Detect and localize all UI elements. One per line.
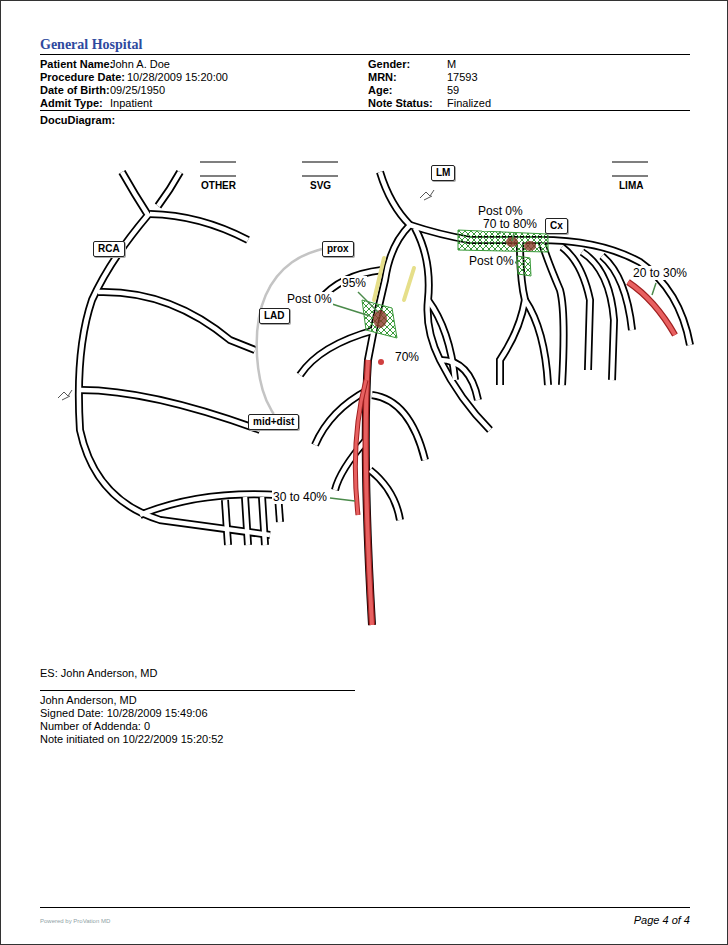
field-label: Admit Type: (40, 97, 103, 110)
graft-count-lines (612, 175, 648, 176)
vessel-label-box: RCA (93, 241, 125, 257)
vessel-label-box: mid+dist (248, 414, 299, 430)
diseased-segment (355, 380, 366, 515)
graft-marker (374, 258, 384, 300)
field-label: MRN: (368, 71, 397, 84)
diseased-segment (628, 282, 675, 335)
signature-line: ES: John Anderson, MD (40, 667, 157, 680)
graft-count-lines (302, 175, 338, 176)
stenosis-lesion (362, 300, 397, 338)
graft-marker (374, 258, 414, 300)
hand-icon (420, 190, 434, 200)
stenosis-percent: Post 0% (477, 204, 524, 218)
vessel-lumen (79, 172, 690, 625)
field-value: Inpatient (110, 97, 152, 110)
hand-icon (58, 190, 434, 400)
hand-icon (58, 390, 72, 400)
graft-count-lines (200, 162, 648, 176)
graft-count-lines (302, 161, 338, 162)
stenosis-percent: 30 to 40% (272, 490, 328, 504)
leader-line (512, 233, 514, 241)
graft-count-lines (200, 175, 236, 176)
field-value: Finalized (447, 97, 491, 110)
stenosis-percent: 20 to 30% (632, 266, 688, 280)
bypass-graft (257, 249, 322, 414)
vessel-name: mid+dist (253, 416, 294, 427)
graft-column: SVG (310, 180, 331, 192)
rule-lines (40, 54, 690, 55)
vessel-name: Cx (550, 220, 563, 231)
vessel-outline (79, 172, 690, 625)
stenosis-percent: Post 0% (468, 254, 515, 268)
powered-by: Powered by ProVation MD (40, 917, 110, 925)
signed-date: Signed Date: 10/28/2009 15:49:06 (40, 707, 208, 720)
rule-lines (40, 55, 690, 908)
graft-count-lines (200, 161, 236, 162)
field-value: M (447, 58, 456, 71)
field-value: 10/28/2009 15:20:00 (127, 71, 228, 84)
graft-column: LIMA (619, 180, 643, 192)
leader-line (358, 292, 378, 312)
hospital-title: General Hospital (40, 37, 142, 53)
field-label: Date of Birth: (40, 84, 110, 97)
diseased-segment (366, 360, 372, 625)
section-label: DocuDiagram: (40, 114, 115, 127)
vessel-name: RCA (98, 243, 120, 254)
vessel-name: LAD (264, 310, 285, 321)
signer-name: John Anderson, MD (40, 694, 137, 707)
vessel-label-box: LM (431, 165, 455, 181)
field-label: Gender: (368, 58, 410, 71)
graft-count-lines (612, 161, 648, 162)
vessel-name: LM (436, 167, 450, 178)
diseased-segment (378, 359, 384, 365)
note-initiated: Note initiated on 10/22/2009 15:20:52 (40, 733, 223, 746)
stenosis-lesion (458, 230, 548, 252)
stenosis-percent: 70 to 80% (482, 217, 538, 231)
rule-lines (40, 690, 355, 691)
leader-line (330, 498, 355, 501)
leader-line (652, 283, 656, 295)
diseased-segment (355, 282, 675, 625)
stenosis-percent: Post 0% (286, 292, 333, 306)
field-label: Patient Name: (40, 58, 113, 71)
rule-lines (40, 907, 690, 908)
stenosis-percent: 95% (341, 276, 367, 290)
rule-lines (40, 110, 690, 111)
vessel-label-box: Cx (545, 218, 568, 234)
field-value: 59 (447, 84, 459, 97)
field-value: 17593 (447, 71, 478, 84)
field-label: Procedure Date: (40, 71, 125, 84)
field-value: John A. Doe (110, 58, 170, 71)
field-label: Note Status: (368, 97, 433, 110)
stenosis-lesion (517, 256, 531, 276)
stenosis-lesion (373, 310, 387, 328)
diseased-segment (628, 282, 675, 335)
diseased-segment (366, 360, 372, 625)
stenosis-lesion (524, 241, 536, 251)
page-number: Page 4 of 4 (634, 914, 690, 927)
graft-marker (404, 268, 414, 300)
vessel-label-box: prox (322, 241, 354, 257)
leader-line (332, 304, 370, 316)
field-value: 09/25/1950 (110, 84, 165, 97)
vessel-name: prox (327, 243, 349, 254)
leader-line (330, 220, 656, 501)
diseased-segment (355, 380, 366, 515)
addenda-count: Number of Addenda: 0 (40, 720, 150, 733)
vessel-label-box: LAD (259, 308, 290, 324)
field-label: Age: (368, 84, 392, 97)
graft-column: OTHER (201, 180, 236, 192)
stenosis-percent: 70% (394, 350, 420, 364)
stenosis-lesion (362, 230, 548, 338)
